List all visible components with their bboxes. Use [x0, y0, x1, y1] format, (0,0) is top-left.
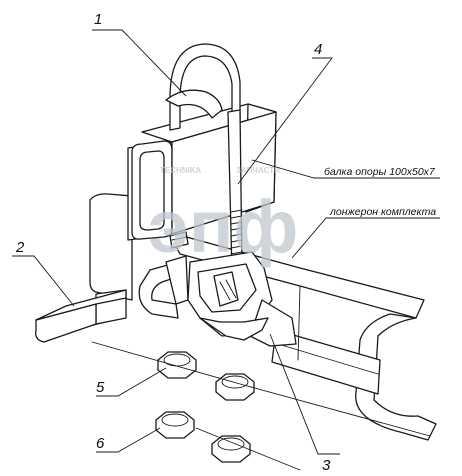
nut-2 [215, 373, 255, 401]
leader-1 [92, 29, 187, 97]
callout-2: 2 [15, 239, 25, 256]
nut-4 [211, 435, 251, 463]
leader-spar [291, 217, 440, 259]
callout-5: 5 [96, 379, 105, 396]
leader-6 [96, 427, 161, 453]
assembly-line-1 [91, 341, 431, 437]
label-support-beam: балка опоры 100х50х7 [324, 166, 436, 178]
watermark-tagline-right: ЗАПЧАСТИ [236, 166, 280, 175]
leader-5 [96, 367, 167, 397]
watermark: эпф TECHNIKA ЗАПЧАСТИ [148, 166, 298, 268]
nut-3 [155, 411, 195, 439]
support-beam [127, 103, 277, 241]
callout-1: 1 [94, 11, 102, 28]
watermark-tagline-left: TECHNIKA [160, 166, 202, 175]
wood-block [35, 289, 127, 343]
u-bolt [165, 43, 243, 273]
hook-clamp [138, 251, 297, 347]
leader-4 [237, 57, 333, 185]
callout-4: 4 [314, 41, 322, 58]
watermark-letters: эпф [148, 185, 298, 268]
nut-1 [157, 351, 197, 379]
leader-beam [251, 159, 440, 179]
callout-6: 6 [96, 435, 105, 452]
assembly-line-2 [195, 427, 301, 471]
callout-3: 3 [322, 457, 331, 474]
label-frame-spar: лонжерон комплекта [329, 206, 436, 218]
leader-2 [12, 255, 75, 307]
leader-3 [269, 333, 340, 455]
